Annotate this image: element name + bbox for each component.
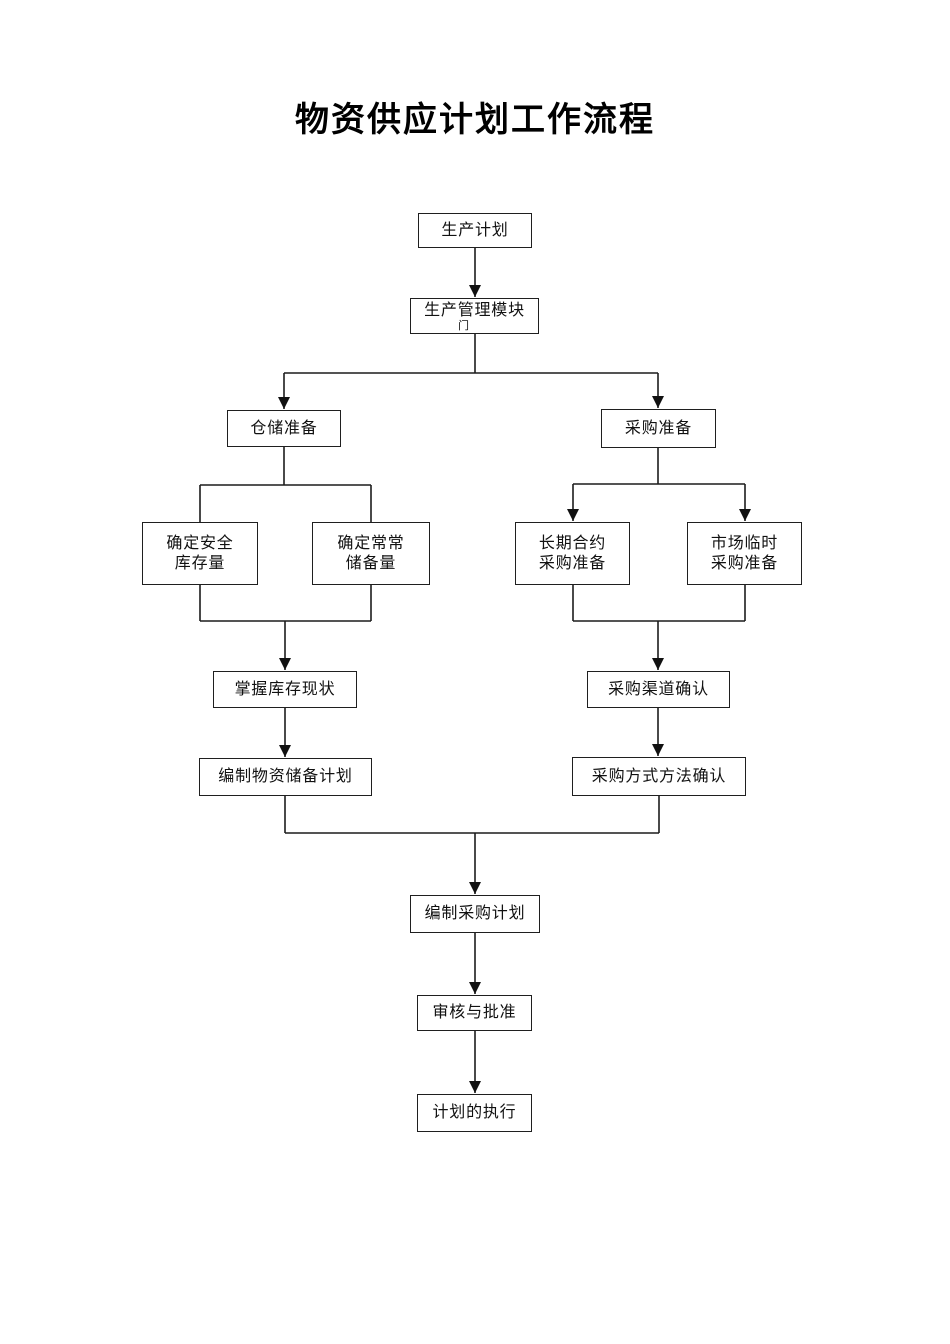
node-sublabel: 门 bbox=[458, 319, 469, 332]
flow-node-market-temporary-procurement-prep: 市场临时采购准备 bbox=[687, 522, 802, 585]
flow-node-procurement-method-confirmation: 采购方式方法确认 bbox=[572, 757, 746, 796]
node-label: 计划的执行 bbox=[432, 1104, 517, 1121]
node-label: 生产管理模块 bbox=[424, 301, 525, 319]
node-label: 采购准备 bbox=[538, 554, 607, 572]
flow-node-production-plan: 生产计划 bbox=[418, 213, 532, 248]
flow-node-procurement-channel-confirmation: 采购渠道确认 bbox=[587, 671, 730, 708]
node-label: 确定安全 bbox=[166, 534, 234, 552]
node-label: 采购准备 bbox=[624, 419, 693, 437]
node-label: 库存量 bbox=[174, 554, 226, 572]
flow-node-procurement-preparation: 采购准备 bbox=[601, 409, 716, 448]
node-label: 确定常常 bbox=[337, 534, 405, 552]
flow-node-determine-safety-stock: 确定安全库存量 bbox=[142, 522, 258, 585]
node-label: 编制物资储备计划 bbox=[218, 768, 353, 785]
node-label: 掌握库存现状 bbox=[234, 680, 336, 698]
page-title: 物资供应计划工作流程 bbox=[295, 100, 655, 140]
node-label: 生产计划 bbox=[441, 221, 509, 239]
node-label: 储备量 bbox=[345, 554, 397, 572]
node-label: 仓储准备 bbox=[250, 419, 318, 437]
flow-node-review-and-approval: 审核与批准 bbox=[417, 995, 532, 1031]
flow-node-compile-procurement-plan: 编制采购计划 bbox=[410, 895, 540, 933]
flow-node-warehouse-preparation: 仓储准备 bbox=[227, 410, 341, 447]
flow-node-production-management-module: 生产管理模块门 bbox=[410, 298, 539, 334]
node-label: 审核与批准 bbox=[432, 1004, 517, 1021]
node-label: 编制采购计划 bbox=[424, 905, 526, 922]
flow-node-determine-regular-reserve: 确定常常储备量 bbox=[312, 522, 430, 585]
flow-node-long-term-contract-procurement-prep: 长期合约采购准备 bbox=[515, 522, 630, 585]
node-label: 采购准备 bbox=[710, 554, 779, 572]
flow-node-compile-material-reserve-plan: 编制物资储备计划 bbox=[199, 758, 372, 796]
node-label: 采购渠道确认 bbox=[608, 680, 709, 698]
flow-node-plan-execution: 计划的执行 bbox=[417, 1094, 532, 1132]
node-label: 长期合约 bbox=[538, 534, 607, 552]
node-label: 采购方式方法确认 bbox=[591, 767, 727, 785]
flow-node-grasp-inventory-status: 掌握库存现状 bbox=[213, 671, 357, 708]
node-label: 市场临时 bbox=[710, 534, 779, 552]
